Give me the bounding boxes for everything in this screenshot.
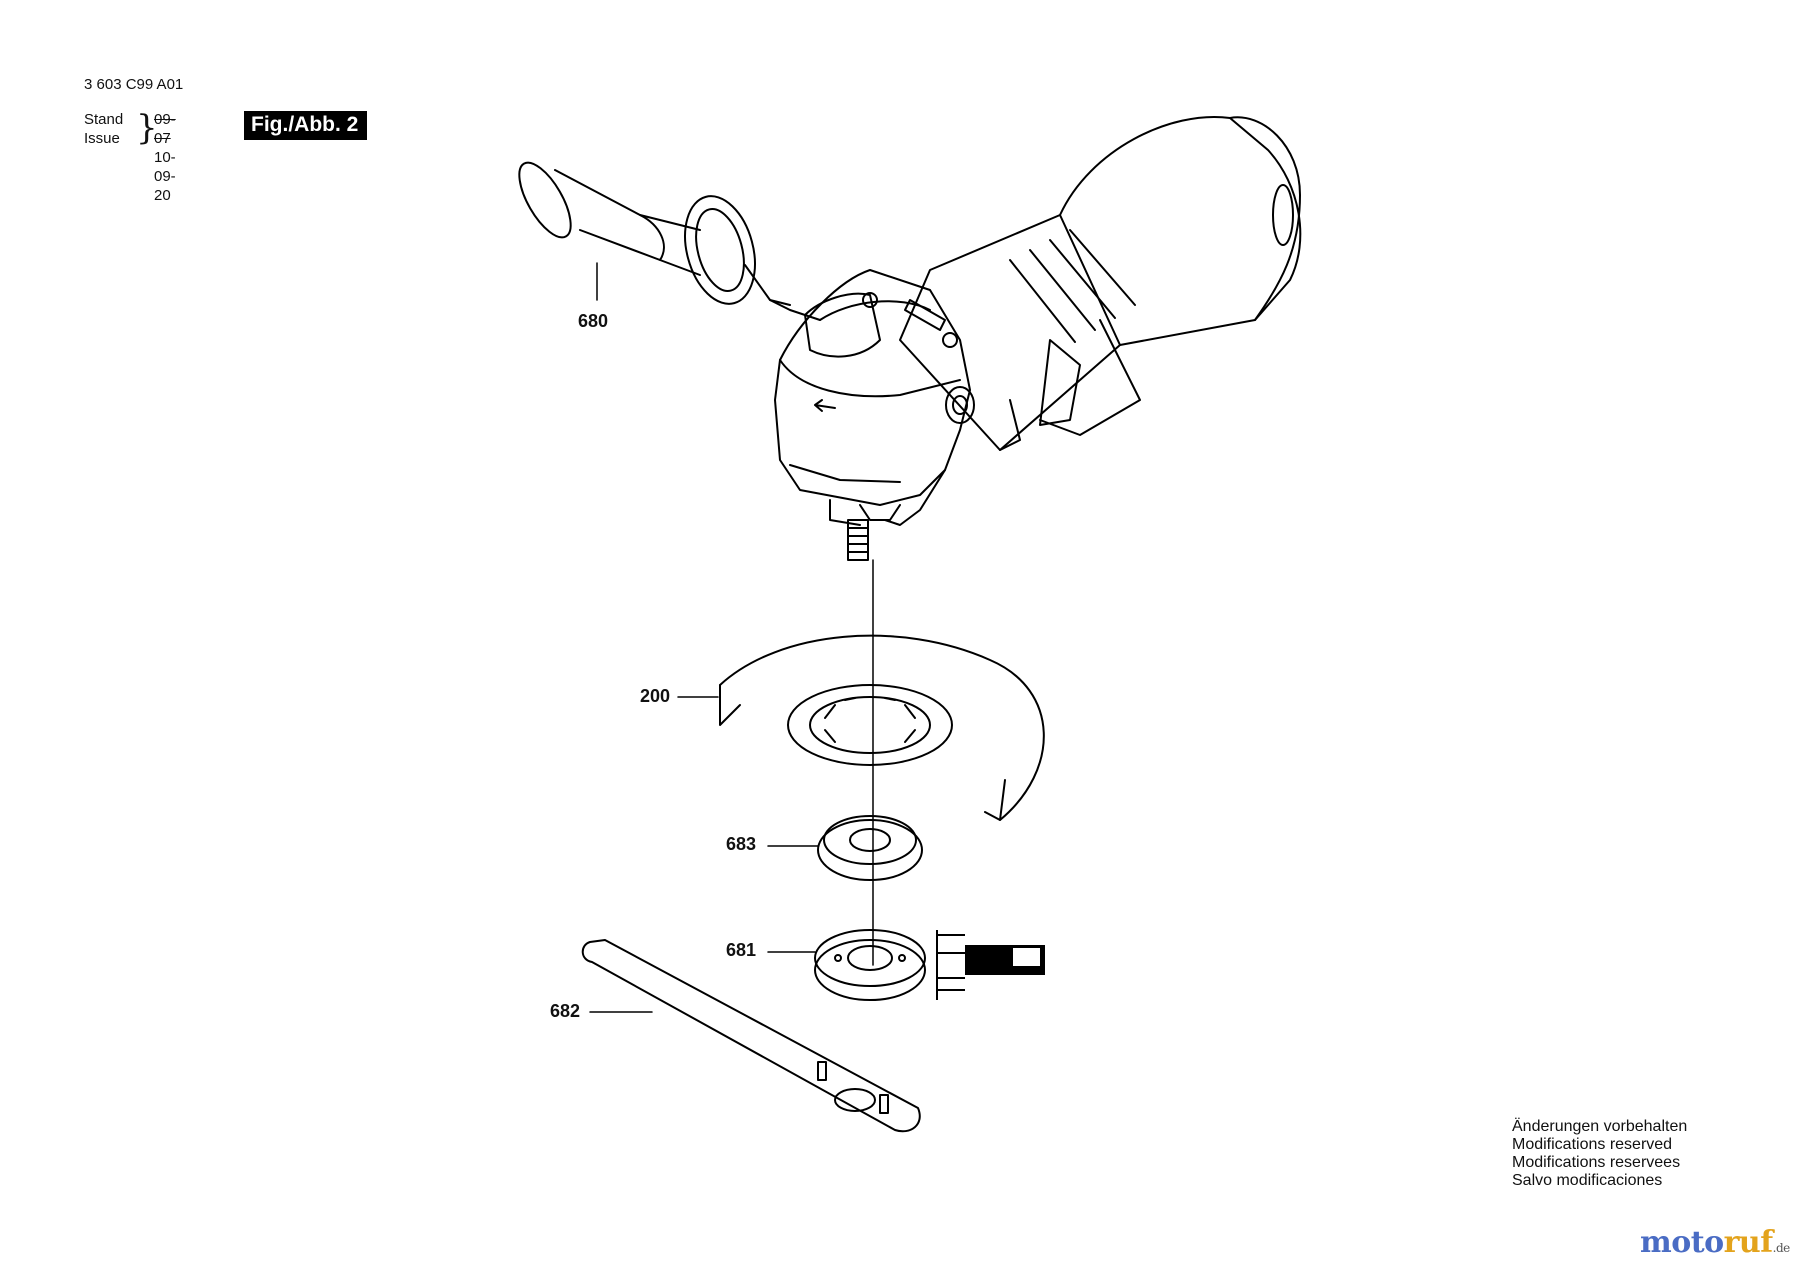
issue-label: Issue [84,130,120,147]
watermark-part-b: ruf [1723,1225,1774,1260]
motor-housing [900,117,1300,450]
part-number-680: 680 [578,311,609,331]
part-number-681: 681 [726,940,757,960]
part-number-683: 683 [726,834,757,854]
watermark-logo: motoruf.de [1640,1225,1790,1260]
stand-label: Stand [84,111,124,128]
note-line-fr: Modifications reservees [1512,1154,1681,1171]
brace-icon: } [136,108,158,148]
issue-date: 10-09-20 [154,149,176,204]
wheel-guard-drawing [720,636,1044,820]
gear-head [775,270,974,525]
figure-label: Fig./Abb. 2 [244,111,368,140]
mounting-flange-drawing [818,816,922,880]
modifications-note: Änderungen vorbehalten Modifications res… [1512,1118,1687,1190]
spanner-drawing [583,940,920,1131]
document-number: 3 603 C99 A01 [84,76,184,93]
watermark-part-c: .de [1772,1241,1791,1255]
stand-date: 09-07 [154,111,176,147]
spindle [848,520,868,560]
side-handle-drawing [509,155,820,320]
note-line-de: Änderungen vorbehalten [1512,1118,1688,1135]
note-line-es: Salvo modificaciones [1512,1172,1663,1189]
part-number-200: 200 [640,686,671,706]
revision-block: Stand Issue } 09-07 10-09-20 [84,110,176,204]
variant-symbol-icon [937,930,1045,1000]
note-line-en: Modifications reserved [1512,1136,1673,1153]
watermark-part-a: moto [1640,1225,1724,1260]
clamping-nut-drawing [815,930,925,1000]
part-number-682: 682 [550,1001,581,1021]
